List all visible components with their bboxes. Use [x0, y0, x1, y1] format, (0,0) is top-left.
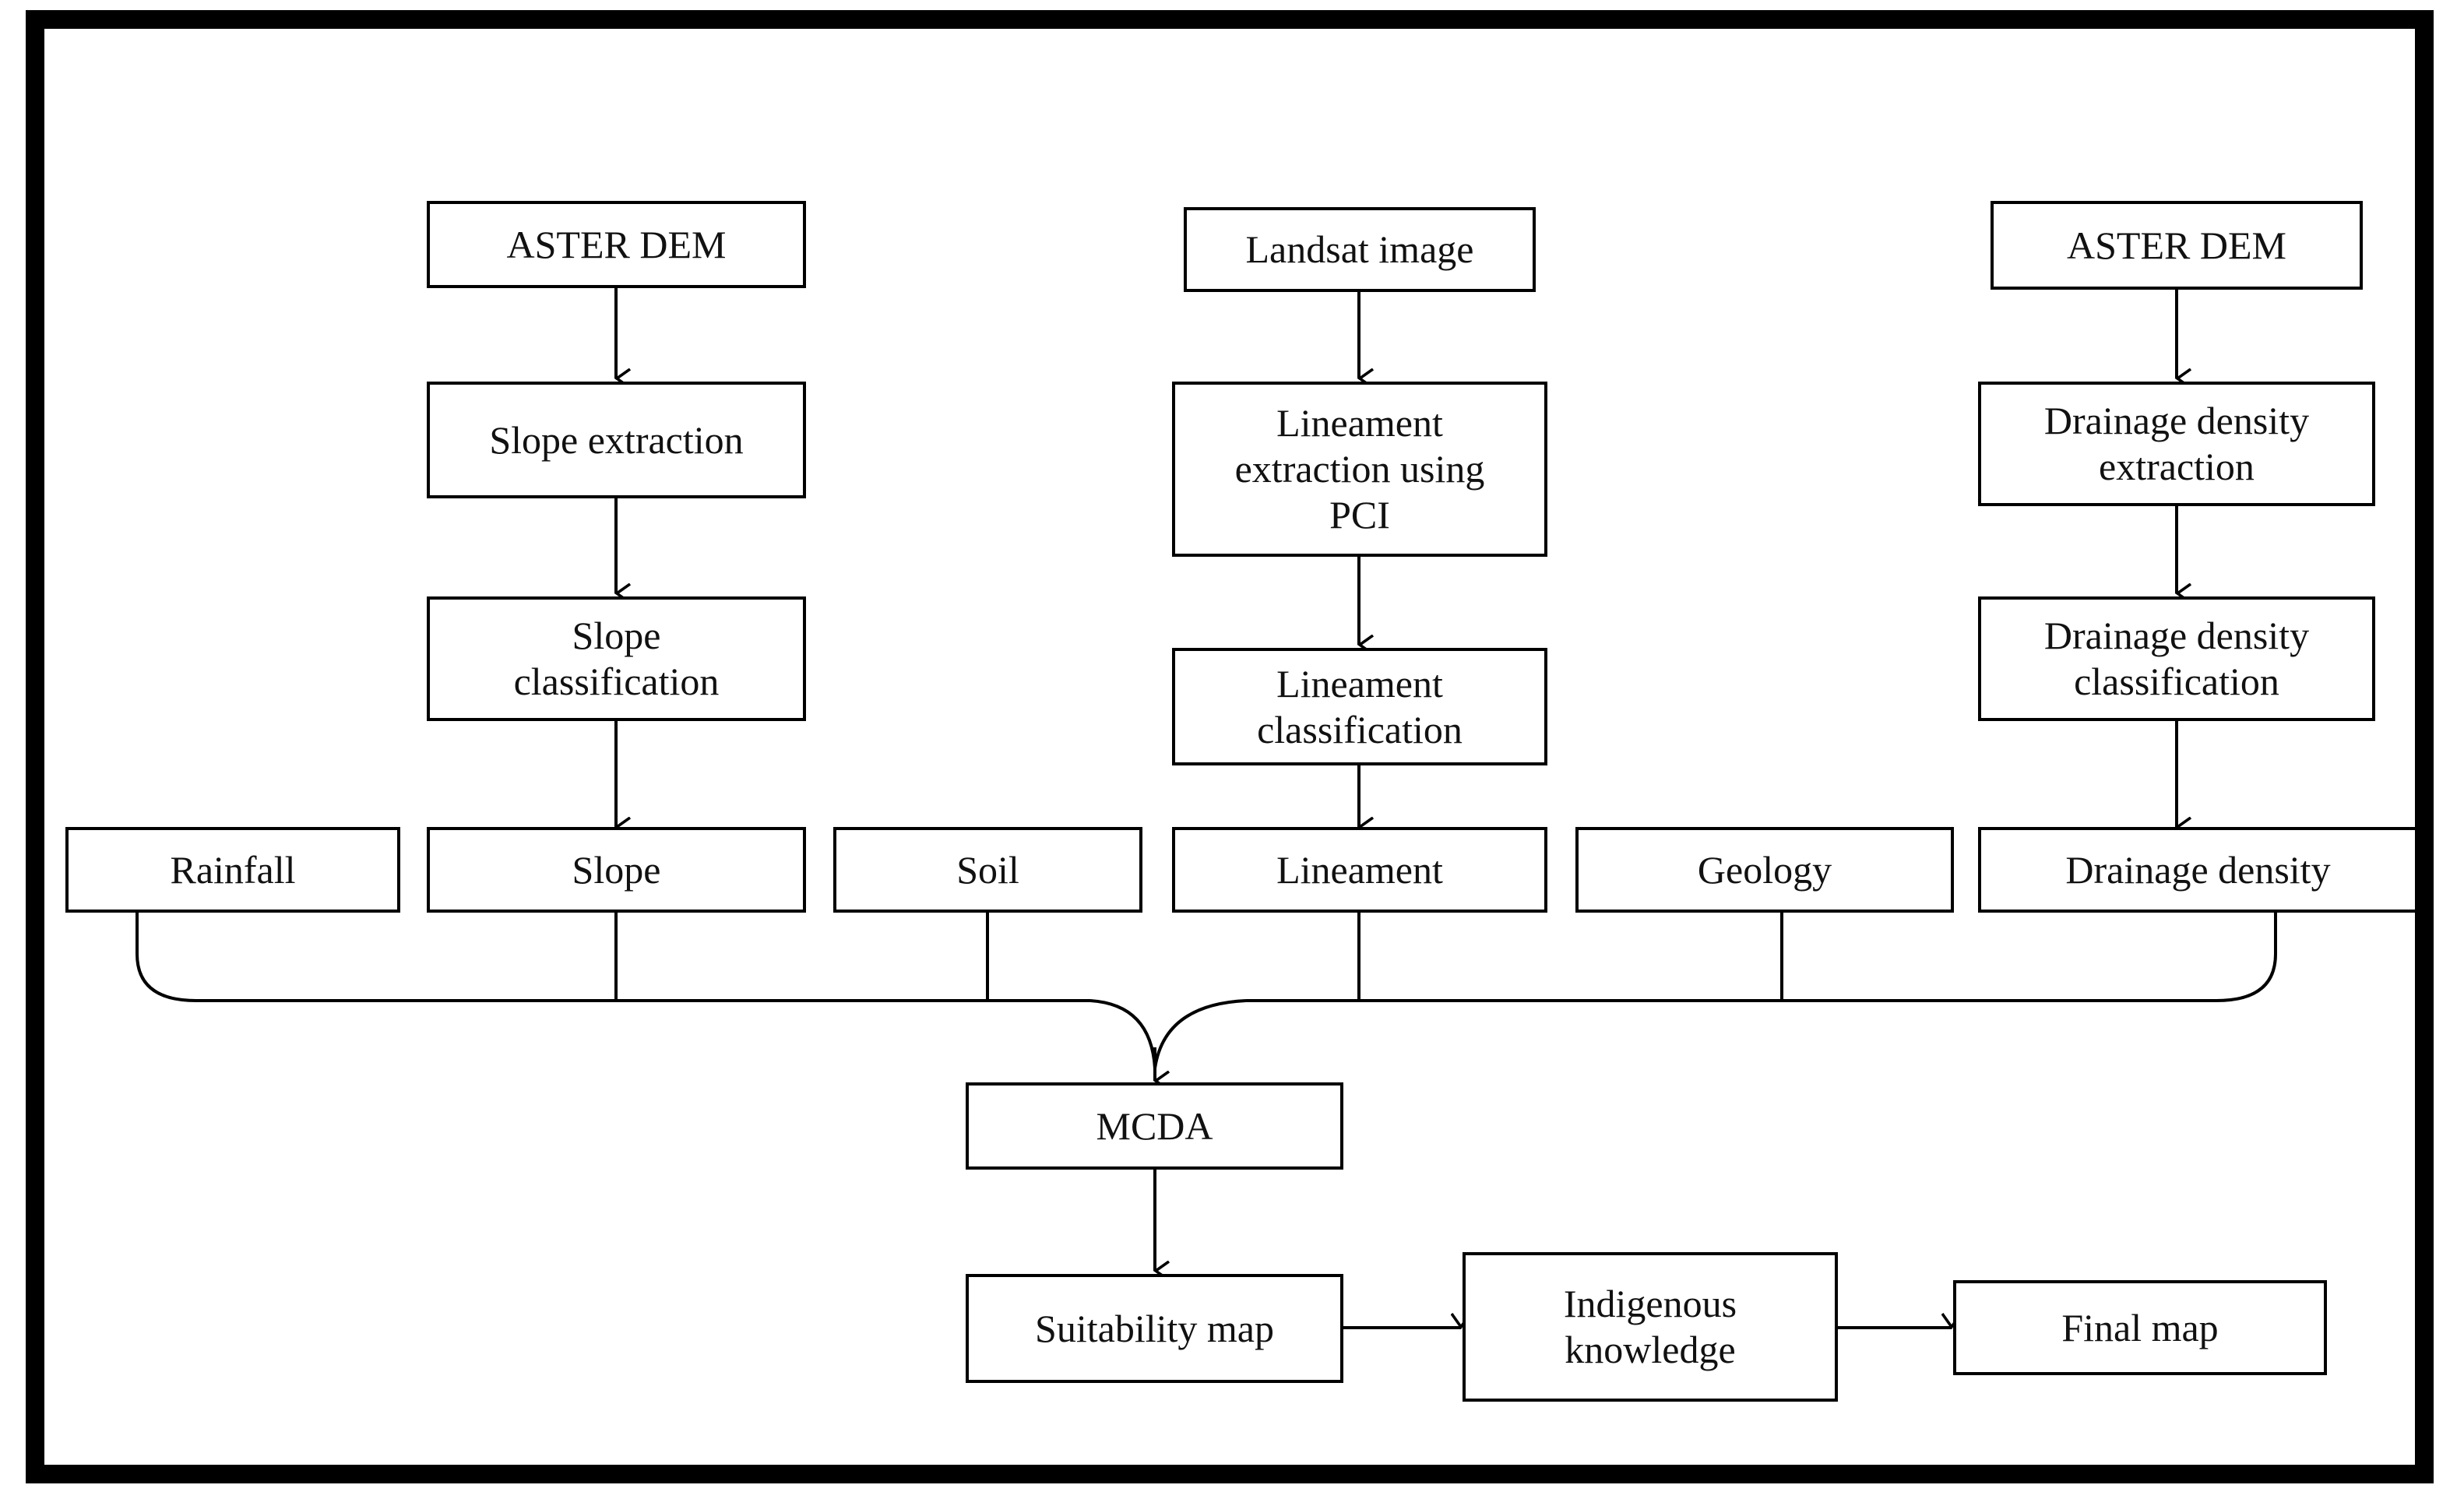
node-drainage-density[interactable]: Drainage density	[1978, 827, 2418, 913]
node-aster-dem-left[interactable]: ASTER DEM	[427, 201, 806, 288]
node-label: Drainage density classification	[2043, 614, 2310, 703]
node-label: Lineament	[1276, 847, 1443, 892]
node-geology[interactable]: Geology	[1575, 827, 1954, 913]
node-label: Geology	[1697, 847, 1832, 892]
node-slope-classification[interactable]: Slope classification	[427, 596, 806, 721]
node-landsat-image[interactable]: Landsat image	[1184, 207, 1536, 292]
node-label: MCDA	[1096, 1103, 1213, 1148]
node-label: Suitability map	[1035, 1306, 1274, 1350]
node-label: Indigenous knowledge	[1563, 1282, 1737, 1371]
node-label: Rainfall	[170, 847, 296, 892]
node-label: Landsat image	[1245, 227, 1474, 271]
node-label: Lineament classification	[1257, 661, 1463, 751]
node-indigenous-knowledge[interactable]: Indigenous knowledge	[1463, 1252, 1838, 1402]
node-drainage-density-classification[interactable]: Drainage density classification	[1978, 596, 2375, 721]
node-label: Slope extraction	[489, 417, 744, 462]
node-final-map[interactable]: Final map	[1953, 1280, 2327, 1375]
node-label: ASTER DEM	[506, 222, 727, 266]
node-label: Soil	[956, 847, 1019, 892]
node-lineament-extraction[interactable]: Lineament extraction using PCI	[1172, 382, 1547, 557]
node-mcda[interactable]: MCDA	[966, 1082, 1343, 1170]
node-label: ASTER DEM	[2067, 223, 2286, 267]
node-label: Drainage density extraction	[2043, 399, 2310, 488]
node-label: Drainage density	[2065, 847, 2331, 892]
node-drainage-density-extraction[interactable]: Drainage density extraction	[1978, 382, 2375, 506]
node-label: Lineament extraction using PCI	[1234, 401, 1485, 537]
node-label: Slope classification	[513, 614, 720, 703]
node-slope[interactable]: Slope	[427, 827, 806, 913]
node-rainfall[interactable]: Rainfall	[65, 827, 400, 913]
node-label: Slope	[572, 847, 661, 892]
node-lineament[interactable]: Lineament	[1172, 827, 1547, 913]
node-soil[interactable]: Soil	[833, 827, 1142, 913]
node-aster-dem-right[interactable]: ASTER DEM	[1991, 201, 2363, 290]
node-suitability-map[interactable]: Suitability map	[966, 1274, 1343, 1383]
node-lineament-classification[interactable]: Lineament classification	[1172, 648, 1547, 765]
node-slope-extraction[interactable]: Slope extraction	[427, 382, 806, 498]
node-label: Final map	[2061, 1305, 2219, 1349]
